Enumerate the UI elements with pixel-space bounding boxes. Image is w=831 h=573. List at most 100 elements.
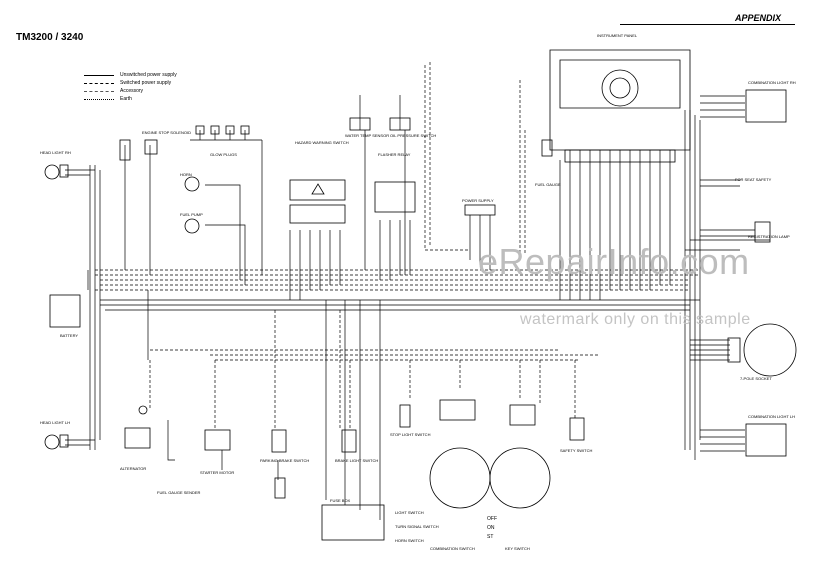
watermark-sub: watermark only on this sample (520, 311, 751, 328)
safety-switch-body (569, 417, 585, 441)
page-model-title: TM3200 / 3240 (16, 32, 84, 43)
seven-pole-socket-connector (727, 337, 741, 363)
label-seven-pole-socket: 7-POLE SOCKET (740, 376, 772, 381)
head-light-lh-lamp (44, 434, 60, 450)
head-light-lh-connector (59, 434, 69, 448)
combination-switch-dial (429, 447, 491, 509)
legend-label: Accessory (120, 88, 144, 94)
label-fuel-gauge-sender: FUEL GAUGE SENDER (157, 490, 201, 495)
watermark-main: eRepairInfo.com (478, 241, 750, 282)
hazard-triangle-icon (311, 183, 325, 195)
water-temp-sensor-body (349, 117, 371, 131)
head-light-rh-lamp (44, 164, 60, 180)
key-switch-connector (509, 404, 536, 426)
label-brake-light-switch: BRAKE LIGHT SWITCH (335, 458, 379, 463)
components (44, 49, 797, 541)
legend-swatch-dash (84, 82, 114, 84)
label-seat-safety: FOR SEAT SAFETY (735, 177, 772, 182)
label-power-supply: POWER SUPPLY (462, 198, 494, 203)
label-head-light-rh: HEAD LIGHT RH (40, 150, 71, 155)
power-supply-connector (464, 204, 496, 216)
parking-brake-switch-body (271, 429, 287, 453)
label-registration-lamp: REGISTRATION LAMP (748, 234, 790, 239)
header-rule (620, 24, 795, 25)
label-oil-pressure-switch: OIL PRESSURE SWITCH (390, 133, 437, 138)
label-horn: HORN (180, 172, 192, 177)
instrument-gauge-inner (609, 77, 631, 99)
legend-label: Earth (120, 96, 132, 102)
legend-swatch-dot (84, 98, 114, 100)
hazard-switch-connector (289, 204, 346, 224)
key-switch-position: ON (487, 525, 495, 531)
starter-motor-body (204, 429, 231, 451)
alternator-body (124, 427, 151, 449)
instrument-panel-outline (549, 49, 691, 151)
label-alternator: ALTERNATOR (120, 466, 147, 471)
stop-light-switch-body (399, 404, 411, 428)
legend-swatch-dashdot (84, 90, 114, 92)
legend-row: Accessory (84, 87, 177, 95)
engine-stop-solenoid-connector (144, 139, 158, 155)
legend-label: Unswitched power supply (120, 72, 177, 78)
seven-pole-socket-circle (743, 323, 797, 377)
label-hazard-switch: HAZARD WARNING SWITCH (295, 140, 349, 145)
label-combination-light-lh: COMBINATION LIGHT LH (748, 414, 795, 419)
label-parking-brake-switch: PARKING BRAKE SWITCH (260, 458, 310, 463)
label-combination-light-rh: COMBINATION LIGHT RH (748, 80, 796, 85)
combination-light-lh-body (745, 423, 787, 457)
key-switch-position: ST (487, 534, 494, 540)
legend-row: Unswitched power supply (84, 71, 177, 79)
label-key-switch: KEY SWITCH (505, 546, 530, 551)
label-horn-switch: HORN SWITCH (395, 538, 424, 543)
key-switch-dial (489, 447, 551, 509)
legend-label: Switched power supply (120, 80, 172, 86)
brake-light-switch-body (341, 429, 357, 453)
horn-symbol (184, 176, 200, 192)
fuse-box-body (321, 504, 385, 541)
combination-light-rh-body (745, 89, 787, 123)
label-engine-stop-solenoid: ENGINE STOP SOLENOID (142, 130, 191, 135)
label-light-switch: LIGHT SWITCH (395, 510, 424, 515)
wire-harness (65, 62, 770, 520)
label-flasher-relay: FLASHER RELAY (378, 152, 411, 157)
glow-plug (240, 125, 250, 135)
legend-row: Switched power supply (84, 79, 177, 87)
label-fuse-box: FUSE BOX (330, 498, 351, 503)
label-water-temp-sensor: WATER TEMP SENSOR (345, 133, 390, 138)
engine-stop-solenoid-body (119, 139, 131, 161)
label-battery: BATTERY (60, 333, 79, 338)
oil-pressure-switch-body (389, 117, 411, 131)
glow-plug (210, 125, 220, 135)
label-turn-signal-switch: TURN SIGNAL SWITCH (395, 524, 439, 529)
flasher-relay-body (374, 181, 416, 213)
label-glow-plugs: GLOW PLUGS (210, 152, 237, 157)
fuel-gauge-sender-body (274, 477, 286, 499)
key-switch-position: OFF (487, 516, 497, 522)
glow-plug (195, 125, 205, 135)
legend-row: Earth (84, 95, 177, 103)
instrument-gauge (601, 69, 639, 107)
registration-lamp-body (754, 221, 771, 243)
fuel-pump-symbol (184, 218, 200, 234)
combination-switch-connector (439, 399, 476, 421)
label-starter-motor: STARTER MOTOR (200, 470, 235, 475)
battery-body (49, 294, 81, 328)
wire-legend: Unswitched power supply Switched power s… (84, 71, 177, 103)
label-instrument-panel: INSTRUMENT PANEL (597, 33, 638, 38)
fuel-gauge-body (541, 139, 553, 157)
label-safety-switch: SAFETY SWITCH (560, 448, 593, 453)
label-combination-switch: COMBINATION SWITCH (430, 546, 475, 551)
label-head-light-lh: HEAD LIGHT LH (40, 420, 71, 425)
instrument-panel-face (559, 59, 681, 109)
label-fuel-pump: FUEL PUMP (180, 212, 203, 217)
alternator-terminal (138, 405, 148, 415)
instrument-panel-connector (564, 149, 676, 163)
label-fuel-gauge: FUEL GAUGE (535, 182, 561, 187)
label-stop-light-switch: STOP LIGHT SWITCH (390, 432, 431, 437)
section-title: APPENDIX (734, 13, 781, 23)
hazard-switch-body (289, 179, 346, 201)
legend-swatch-solid (84, 74, 114, 76)
glow-plug (225, 125, 235, 135)
head-light-rh-connector (59, 164, 69, 178)
